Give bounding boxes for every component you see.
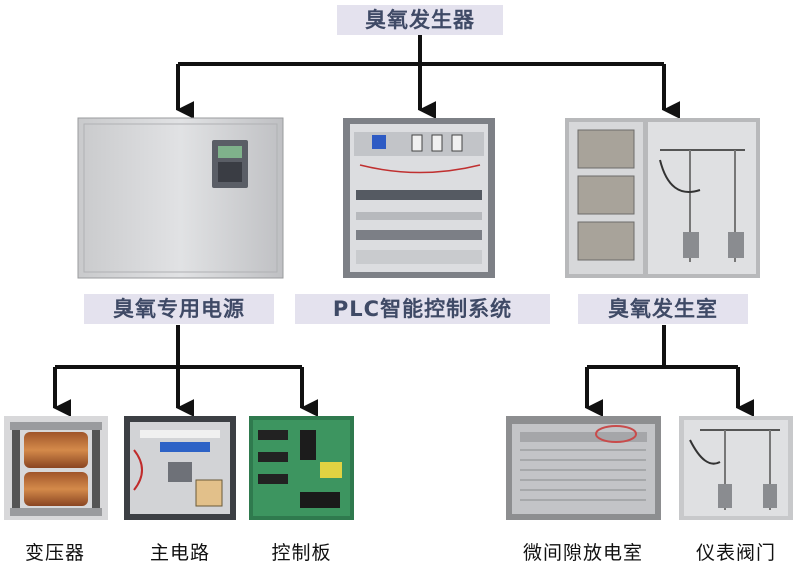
caption-control-board: 控制板 <box>271 542 332 564</box>
power-connectors <box>53 325 319 417</box>
diagram-title: 臭氧发生器 <box>337 5 503 35</box>
control-board-photo <box>249 416 354 520</box>
discharge-chamber-photo <box>506 416 661 520</box>
caption-discharge-chamber: 微间隙放电室 <box>522 542 643 564</box>
caption-main-circuit: 主电路 <box>149 542 210 564</box>
caption-valves: 仪表阀门 <box>695 542 776 564</box>
caption-transformer: 变压器 <box>24 542 85 564</box>
generator-room-photo <box>565 118 760 278</box>
top-connectors <box>176 35 681 119</box>
room-connectors <box>585 325 755 417</box>
power-supply-photo <box>77 117 284 279</box>
valves-photo <box>679 416 793 520</box>
transformer-photo <box>4 416 108 520</box>
plc-cabinet-photo <box>343 118 495 278</box>
branch-generator-room: 臭氧发生室 <box>578 294 748 324</box>
main-circuit-photo <box>124 416 236 520</box>
branch-plc: PLC智能控制系统 <box>295 294 550 324</box>
branch-power-supply: 臭氧专用电源 <box>84 294 274 324</box>
